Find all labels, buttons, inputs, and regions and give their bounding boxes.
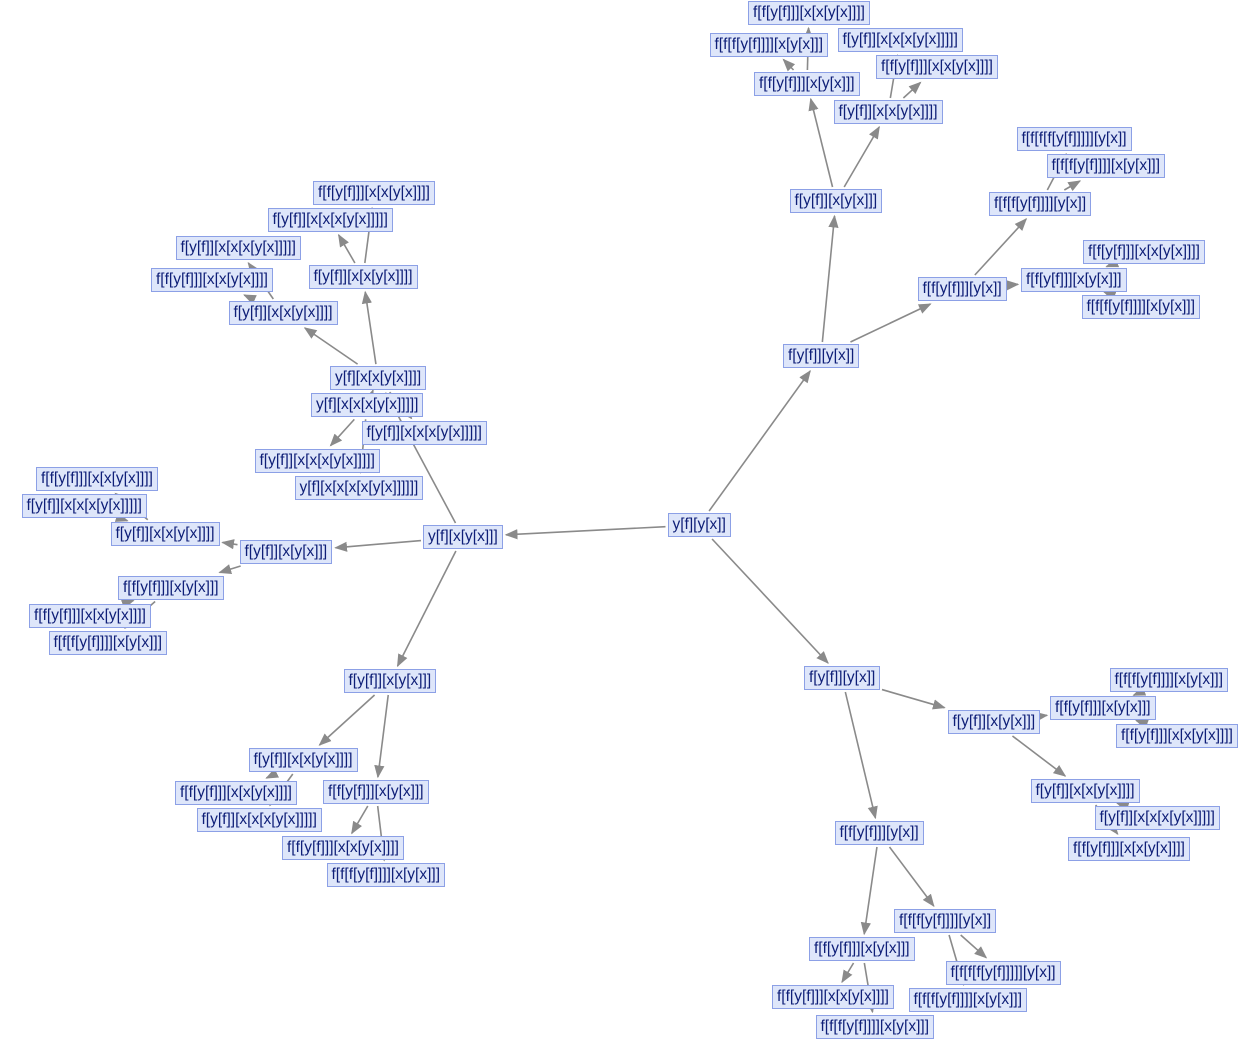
graph-node[interactable]: f[y[f]][x[x[y[x]]]] (833, 100, 943, 124)
graph-node[interactable]: y[f][y[x]] (667, 513, 731, 537)
graph-node[interactable]: f[y[f]][x[x[x[y[x]]]]] (196, 808, 322, 833)
graph-node[interactable]: f[y[f]][x[x[x[y[x]]]]] (254, 448, 380, 473)
graph-node[interactable]: f[y[f]][x[x[y[x]]]] (248, 748, 358, 772)
graph-edge-arrow (1006, 280, 1020, 291)
graph-edge-arrow (860, 846, 878, 936)
graph-edge-arrow (243, 294, 257, 305)
graph-node[interactable]: f[f[y[f]]][x[x[y[x]]]] (29, 603, 151, 628)
graph-node[interactable]: f[y[f]][x[x[x[y[x]]]]] (1094, 806, 1220, 830)
graph-edge-arrow (808, 97, 834, 188)
graph-node[interactable]: f[f[f[y[f]]]][x[y[x]]] (48, 631, 168, 655)
graph-edge-arrow (1115, 802, 1130, 812)
graph-edge-arrow (850, 303, 932, 343)
graph-node[interactable]: f[f[f[f[y[f]]]]][y[x]] (945, 960, 1061, 985)
graph-edge-arrow (1105, 257, 1120, 268)
graph-edge-arrow (841, 962, 855, 984)
graph-node[interactable]: f[y[f]][x[x[y[x]]]] (110, 521, 220, 546)
graph-node[interactable]: f[f[f[y[f]]]][x[y[x]]] (709, 32, 829, 57)
graph-node[interactable]: f[y[f]][x[x[y[x]]]] (228, 301, 338, 325)
graph-node[interactable]: f[y[f]][x[x[y[x]]]] (1030, 779, 1140, 803)
graph-edge-arrow (881, 688, 946, 710)
graph-node[interactable]: f[y[f]][y[x]] (804, 666, 881, 690)
graph-node[interactable]: f[y[f]][x[x[x[y[x]]]]] (175, 236, 301, 260)
graph-node[interactable]: f[f[f[y[f]]]][x[y[x]]] (1046, 154, 1166, 178)
graph-node[interactable]: f[y[f]][x[x[x[y[x]]]]] (837, 28, 963, 53)
graph-node[interactable]: y[f][x[y[x]]] (423, 525, 503, 549)
graph-node[interactable]: f[y[f]][x[x[y[x]]]] (308, 265, 418, 289)
graph-edge-arrow (218, 564, 241, 574)
graph-edge-arrow (361, 290, 377, 365)
graph-node[interactable]: f[f[y[f]]][x[x[y[x]]]] (151, 268, 273, 292)
graph-node[interactable]: f[y[f]][x[y[x]]] (789, 189, 883, 213)
graph-node[interactable]: f[f[y[f]]][x[x[y[x]]]] (748, 1, 870, 25)
graph-node[interactable]: f[f[f[y[f]]]][x[y[x]]] (815, 1015, 935, 1039)
graph-node[interactable]: f[f[y[f]]][x[y[x]]] (118, 575, 224, 600)
graph-node[interactable]: f[y[f]][x[x[x[y[x]]]]] (267, 208, 393, 232)
graph-node[interactable]: f[y[f]][x[y[x]]] (947, 710, 1041, 734)
graph-edge-arrow (1034, 711, 1049, 722)
graph-node[interactable]: f[f[f[y[f]]]][x[y[x]]] (326, 863, 446, 888)
graph-node[interactable]: f[f[f[y[f]]]][x[y[x]]] (1081, 294, 1201, 319)
graph-edge-arrow (504, 525, 666, 540)
graph-edge-arrow (902, 81, 922, 99)
graph-node[interactable]: f[f[y[f]]][x[y[x]]] (809, 937, 915, 961)
graph-node[interactable]: f[f[y[f]]][x[x[y[x]]]] (1116, 723, 1238, 748)
graph-edge-arrow (363, 389, 374, 403)
graph-node[interactable]: f[f[f[y[f]]]][x[y[x]]] (908, 987, 1028, 1012)
graph-edge-arrow (888, 846, 935, 908)
graph-edge-arrow (782, 58, 796, 72)
graph-edge-arrow (708, 369, 811, 512)
graph-node[interactable]: f[f[f[y[f]]]][x[y[x]]] (1109, 668, 1229, 693)
graph-node[interactable]: f[f[y[f]]][x[x[y[x]]]] (36, 466, 158, 491)
graph-node[interactable]: y[f][x[x[y[x]]]] (330, 366, 427, 391)
graph-node[interactable]: f[f[y[f]]][x[y[x]]] (323, 780, 429, 804)
graph-node[interactable]: f[f[y[f]]][x[x[y[x]]]] (282, 836, 404, 861)
graph-edge-arrow (374, 694, 390, 779)
graph-node[interactable]: f[f[y[f]]][y[x]] (917, 277, 1007, 301)
graph-node[interactable]: f[y[f]][x[y[x]]] (239, 540, 333, 564)
graph-edge-arrow (960, 934, 988, 959)
graph-node[interactable]: f[y[f]][x[y[x]]] (343, 669, 437, 693)
graph-node[interactable]: f[f[f[f[y[f]]]]][y[x]] (1016, 127, 1132, 151)
graph-edge-arrow (1102, 291, 1117, 301)
graph-edge-arrow (221, 539, 238, 550)
graph-edge-arrow (711, 538, 829, 664)
graph-node[interactable]: f[f[y[f]]][x[y[x]]] (1050, 696, 1156, 721)
graph-node[interactable]: f[y[f]][x[x[x[y[x]]]]] (361, 421, 487, 446)
graph-node[interactable]: f[y[f]][x[x[x[y[x]]]]] (21, 493, 147, 518)
graph-node[interactable]: f[f[f[y[f]]]][y[x]] (894, 909, 997, 933)
graph-edge-arrow (1135, 719, 1149, 730)
graph-edge-arrow (337, 233, 356, 264)
graph-edge-arrow (351, 805, 369, 835)
graph-edge-arrow (821, 214, 839, 343)
graph-node[interactable]: y[f][x[x[x[y[x]]]]] (311, 393, 424, 418)
graph-edge-arrow (974, 218, 1028, 276)
graph-node[interactable]: f[y[f]][y[x]] (783, 344, 860, 368)
graph-node[interactable]: f[f[y[f]]][x[y[x]]] (754, 72, 860, 96)
graph-edge-arrow (334, 539, 422, 552)
graph-edge-arrow (1063, 180, 1082, 192)
graph-node[interactable]: f[f[f[y[f]]]][y[x]] (989, 192, 1092, 216)
graph-node[interactable]: y[f][x[x[x[x[y[x]]]]]] (294, 475, 424, 500)
graph-edge-arrow (1132, 686, 1147, 696)
graph-node[interactable]: f[f[y[f]]][x[x[y[x]]]] (772, 985, 894, 1009)
graph-edge-arrow (1011, 735, 1067, 777)
graph-edge-arrow (396, 550, 457, 668)
graph-node[interactable]: f[f[y[f]]][x[x[y[x]]]] (313, 181, 435, 205)
graph-node[interactable]: f[f[y[f]]][x[x[y[x]]]] (1083, 239, 1205, 264)
graph-node[interactable]: f[f[y[f]]][x[x[y[x]]]] (876, 55, 998, 80)
graph-edge-arrow (844, 691, 878, 820)
graph-node[interactable]: f[f[y[f]]][x[x[y[x]]]] (175, 781, 297, 805)
graph-edge-arrow (120, 599, 135, 610)
graph-edge-arrow (265, 768, 280, 779)
graph-node[interactable]: f[f[y[f]]][y[x]] (834, 821, 924, 845)
graph-edge-arrow (329, 418, 355, 447)
graph-edge-arrow (114, 512, 129, 522)
graph-edge-arrow (318, 694, 376, 746)
graph-node[interactable]: f[f[y[f]]][x[y[x]]] (1021, 267, 1127, 292)
graph-edge-arrow (843, 125, 880, 188)
graph-node[interactable]: f[f[y[f]]][x[x[y[x]]]] (1068, 837, 1190, 861)
graph-edge-arrow (303, 327, 359, 365)
